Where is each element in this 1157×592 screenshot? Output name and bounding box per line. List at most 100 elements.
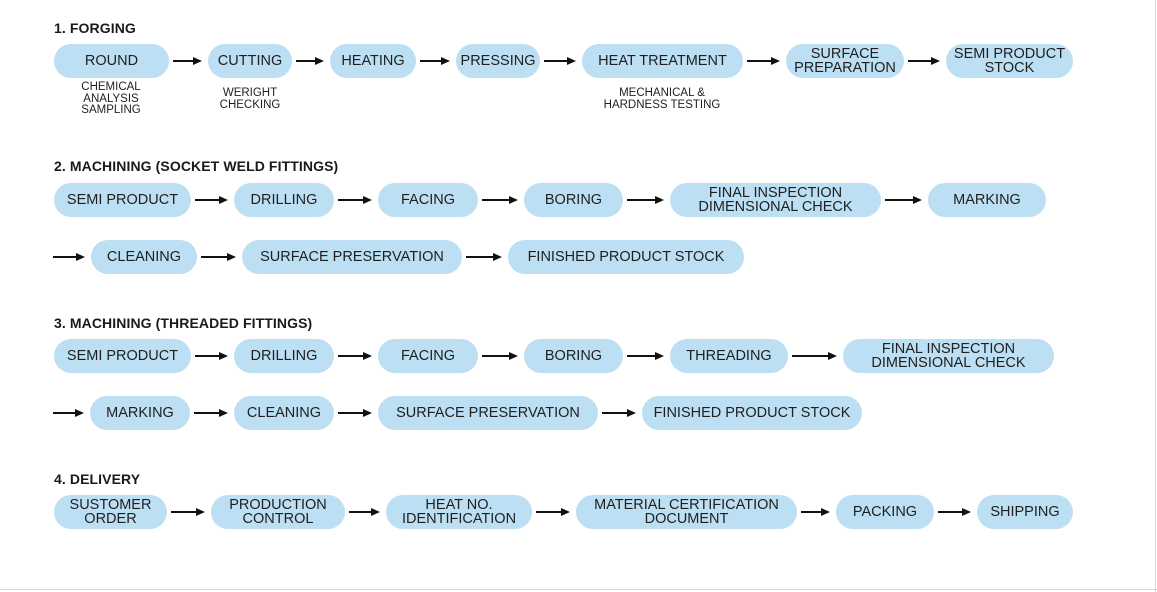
flow-arrow xyxy=(602,409,636,417)
flow-arrow xyxy=(536,508,570,516)
step-label: SEMI PRODUCT xyxy=(66,192,179,208)
step-label-line: SURFACE xyxy=(810,46,880,62)
step-label-line: CONTROL xyxy=(242,511,314,527)
quality-check-note: MECHANICAL &HARDNESS TESTING xyxy=(604,87,721,111)
arrow-head xyxy=(441,57,450,65)
arrow-shaft xyxy=(173,60,196,62)
arrow-head xyxy=(655,196,664,204)
arrow-shaft xyxy=(747,60,774,62)
flow-arrow xyxy=(194,409,228,417)
flow-arrow xyxy=(420,57,450,65)
step-label: HEAT TREATMENT xyxy=(598,53,727,69)
step-label: MARKING xyxy=(953,192,1021,208)
flow-arrow xyxy=(627,196,664,204)
step-label: ROUND xyxy=(84,53,139,69)
arrow-shaft xyxy=(296,60,318,62)
flow-arrow xyxy=(938,508,971,516)
arrow-head xyxy=(219,196,228,204)
step-heat-no-identification: HEAT NO.IDENTIFICATION xyxy=(386,495,532,529)
arrow-shaft xyxy=(349,511,374,513)
step-boring: BORING xyxy=(524,339,623,373)
flow-arrow xyxy=(338,196,372,204)
arrow-head xyxy=(509,352,518,360)
arrow-shaft xyxy=(482,199,512,201)
arrow-head xyxy=(509,196,518,204)
arrow-shaft xyxy=(792,355,831,357)
arrow-shaft xyxy=(885,199,916,201)
flow-arrow xyxy=(544,57,576,65)
step-label: PRESSING xyxy=(460,53,536,69)
flow-arrow xyxy=(885,196,922,204)
section-heading-socket-weld: 2. MACHINING (SOCKET WELD FITTINGS) xyxy=(54,158,339,174)
arrow-head xyxy=(219,352,228,360)
step-label-line: HEAT NO. xyxy=(425,497,493,513)
flow-arrow xyxy=(482,196,518,204)
step-label: SEMI PRODUCT xyxy=(66,348,179,364)
step-drilling: DRILLING xyxy=(234,339,334,373)
step-label: CLEANING xyxy=(106,249,182,265)
step-semi-product: SEMI PRODUCT xyxy=(54,183,191,217)
flow-arrow xyxy=(627,352,664,360)
flow-arrow xyxy=(466,253,502,261)
step-label-line: SUSTOMER xyxy=(69,497,152,513)
step-label: CLEANING xyxy=(246,405,322,421)
arrow-head xyxy=(821,508,830,516)
arrow-shaft xyxy=(195,199,222,201)
step-label-line: DOCUMENT xyxy=(644,511,729,527)
step-label: FACING xyxy=(401,348,455,364)
step-surface-preservation: SURFACE PRESERVATION xyxy=(242,240,462,274)
arrow-head xyxy=(76,253,85,261)
arrow-shaft xyxy=(53,256,79,258)
flow-arrow xyxy=(801,508,830,516)
arrow-head xyxy=(371,508,380,516)
arrow-head xyxy=(75,409,84,417)
step-label: DRILLING xyxy=(250,192,318,208)
arrow-shaft xyxy=(938,511,965,513)
flow-arrow xyxy=(747,57,780,65)
note-line: SAMPLING xyxy=(81,104,141,116)
step-label-line: DIMENSIONAL CHECK xyxy=(871,355,1026,371)
arrow-head xyxy=(315,57,324,65)
step-label: SHIPPING xyxy=(990,504,1060,520)
flow-arrow xyxy=(53,253,85,261)
arrow-shaft xyxy=(53,412,78,414)
section-heading-forging: 1. FORGING xyxy=(54,20,136,36)
step-label: CUTTING xyxy=(217,53,283,69)
arrow-head xyxy=(627,409,636,417)
arrow-shaft xyxy=(338,412,366,414)
arrow-shaft xyxy=(201,256,230,258)
arrow-head xyxy=(828,352,837,360)
step-packing: PACKING xyxy=(836,495,934,529)
arrow-shaft xyxy=(801,511,824,513)
step-round: ROUND xyxy=(54,44,169,78)
step-facing: FACING xyxy=(378,183,478,217)
arrow-head xyxy=(561,508,570,516)
step-label: HEATING xyxy=(341,53,405,69)
step-label: PACKING xyxy=(852,504,918,520)
arrow-head xyxy=(931,57,940,65)
step-drilling: DRILLING xyxy=(234,183,334,217)
flow-arrow xyxy=(338,352,372,360)
arrow-shaft xyxy=(627,199,658,201)
arrow-head xyxy=(363,196,372,204)
step-label: MARKING xyxy=(106,405,174,421)
arrow-head xyxy=(771,57,780,65)
arrow-shaft xyxy=(544,60,570,62)
arrow-head xyxy=(219,409,228,417)
step-heating: HEATING xyxy=(330,44,416,78)
section-heading-delivery: 4. DELIVERY xyxy=(54,471,141,487)
flow-arrow xyxy=(53,409,84,417)
arrow-shaft xyxy=(602,412,630,414)
step-label: FINISHED PRODUCT STOCK xyxy=(527,249,725,265)
arrow-head xyxy=(962,508,971,516)
flow-arrow xyxy=(338,409,372,417)
arrow-shaft xyxy=(338,355,366,357)
arrow-head xyxy=(193,57,202,65)
arrow-shaft xyxy=(171,511,199,513)
